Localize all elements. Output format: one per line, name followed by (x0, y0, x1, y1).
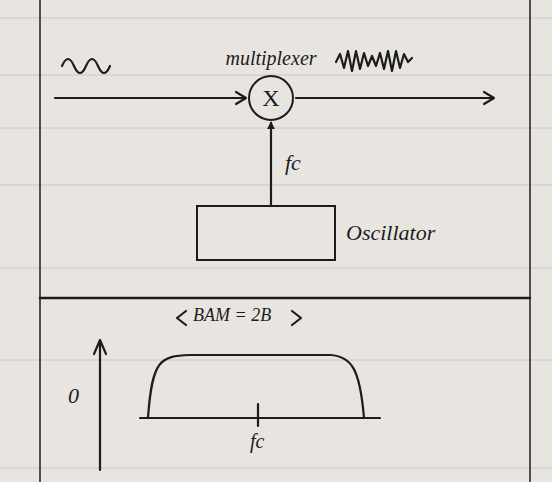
bandwidth-label: BAM = 2B (193, 306, 271, 326)
output-arrow (296, 92, 494, 104)
edge-label: fc (283, 151, 303, 175)
bandwidth-bracket (292, 311, 301, 325)
ruled-line (0, 128, 552, 129)
origin-label: 0 (68, 384, 79, 408)
margin-line (529, 0, 531, 482)
ruled-line (0, 18, 552, 19)
spectrum-curve (148, 355, 364, 418)
signal-arrow (270, 122, 272, 205)
bandwidth-bracket (177, 311, 186, 325)
node-label: Oscillator (346, 221, 435, 245)
operator-symbol: X (262, 85, 279, 111)
margin-lines (40, 0, 530, 482)
input-arrow (55, 92, 246, 104)
separator-line (40, 297, 530, 300)
ruled-line (0, 468, 552, 469)
carrier-tick (257, 404, 259, 426)
frequency-axis (140, 417, 380, 419)
oscillator-box: Oscillator (196, 205, 336, 261)
node-label: multiplexer (225, 47, 316, 69)
carrier-frequency-label: fc (250, 430, 264, 452)
message-wave (62, 59, 110, 73)
ruled-line (0, 268, 552, 269)
ruled-lines (0, 18, 552, 468)
margin-line (39, 0, 41, 482)
modulated-wave (336, 51, 412, 71)
amplitude-axis (94, 340, 106, 470)
multiplier-circle: multiplexerX (248, 75, 294, 121)
ruled-line (0, 185, 552, 186)
ruled-line (0, 360, 552, 361)
